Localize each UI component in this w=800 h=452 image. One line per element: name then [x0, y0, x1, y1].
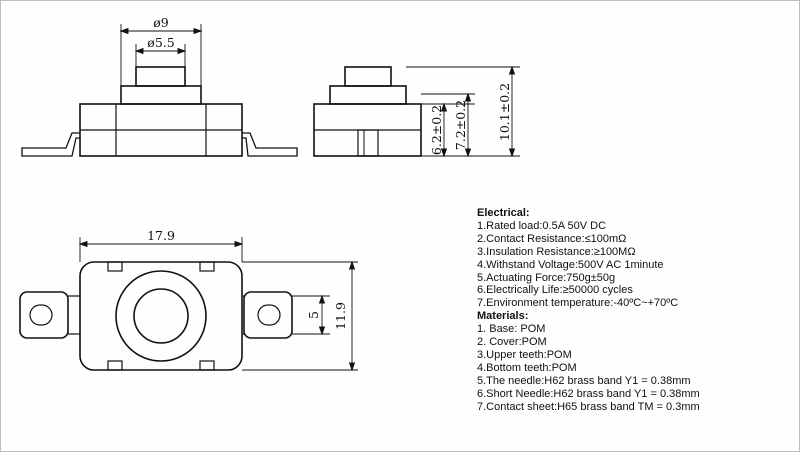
- side-view: [313, 66, 422, 157]
- front-right-lead: [242, 132, 298, 157]
- electrical-item: 6.Electrically Life:≥50000 cycles: [477, 284, 633, 297]
- dim-bottom-height: 11.9: [333, 302, 348, 330]
- spec-panel: Electrical: 1.Rated load:0.5A 50V DC 2.C…: [477, 207, 787, 414]
- bottom-view: [19, 261, 293, 371]
- materials-item: 1. Base: POM: [477, 323, 546, 336]
- materials-item: 6.Short Needle:H62 brass band Y1 = 0.38m…: [477, 387, 700, 400]
- electrical-item: 5.Actuating Force:750g±50g: [477, 271, 616, 284]
- dim-bottom-width: 17.9: [147, 228, 175, 243]
- bottom-body: [79, 261, 243, 371]
- electrical-item: 3.Insulation Resistance:≥100MΩ: [477, 245, 636, 258]
- bottom-outer-ring: [115, 270, 207, 362]
- dim-side-h2: 7.2±0.2: [453, 100, 468, 150]
- electrical-item: 4.Withstand Voltage:500V AC 1minute: [477, 258, 664, 271]
- dim-top-width: ø9: [153, 15, 169, 30]
- dim-side-h3: 10.1±0.2: [497, 83, 512, 141]
- materials-title: Materials:: [477, 310, 529, 323]
- materials-item: 7.Contact sheet:H65 brass band TM = 0.3m…: [477, 400, 700, 413]
- front-left-lead: [21, 132, 80, 157]
- front-collar: [120, 85, 202, 105]
- materials-item: 4.Bottom teeth:POM: [477, 361, 577, 374]
- electrical-item: 2.Contact Resistance:≤100mΩ: [477, 232, 627, 245]
- front-button: [135, 66, 186, 87]
- materials-item: 2. Cover:POM: [477, 336, 547, 349]
- dim-bottom-inner: 5: [306, 311, 321, 319]
- side-collar: [329, 85, 407, 105]
- bottom-inner-ring: [133, 288, 189, 344]
- bottom-left-tab: [19, 291, 69, 339]
- electrical-item: 1.Rated load:0.5A 50V DC: [477, 219, 607, 232]
- side-lead: [357, 129, 379, 157]
- electrical-title: Electrical:: [477, 207, 530, 219]
- materials-item: 3.Upper teeth:POM: [477, 348, 572, 361]
- materials-item: 5.The needle:H62 brass band Y1 = 0.38mm: [477, 374, 691, 387]
- dim-side-h1: 6.2±0.2: [429, 105, 444, 155]
- electrical-item: 7.Environment temperature:-40ºC~+70ºC: [477, 297, 679, 310]
- dim-top-button: ø5.5: [147, 35, 174, 50]
- bottom-right-tab: [243, 291, 293, 339]
- side-button: [344, 66, 392, 87]
- front-view: [21, 66, 298, 157]
